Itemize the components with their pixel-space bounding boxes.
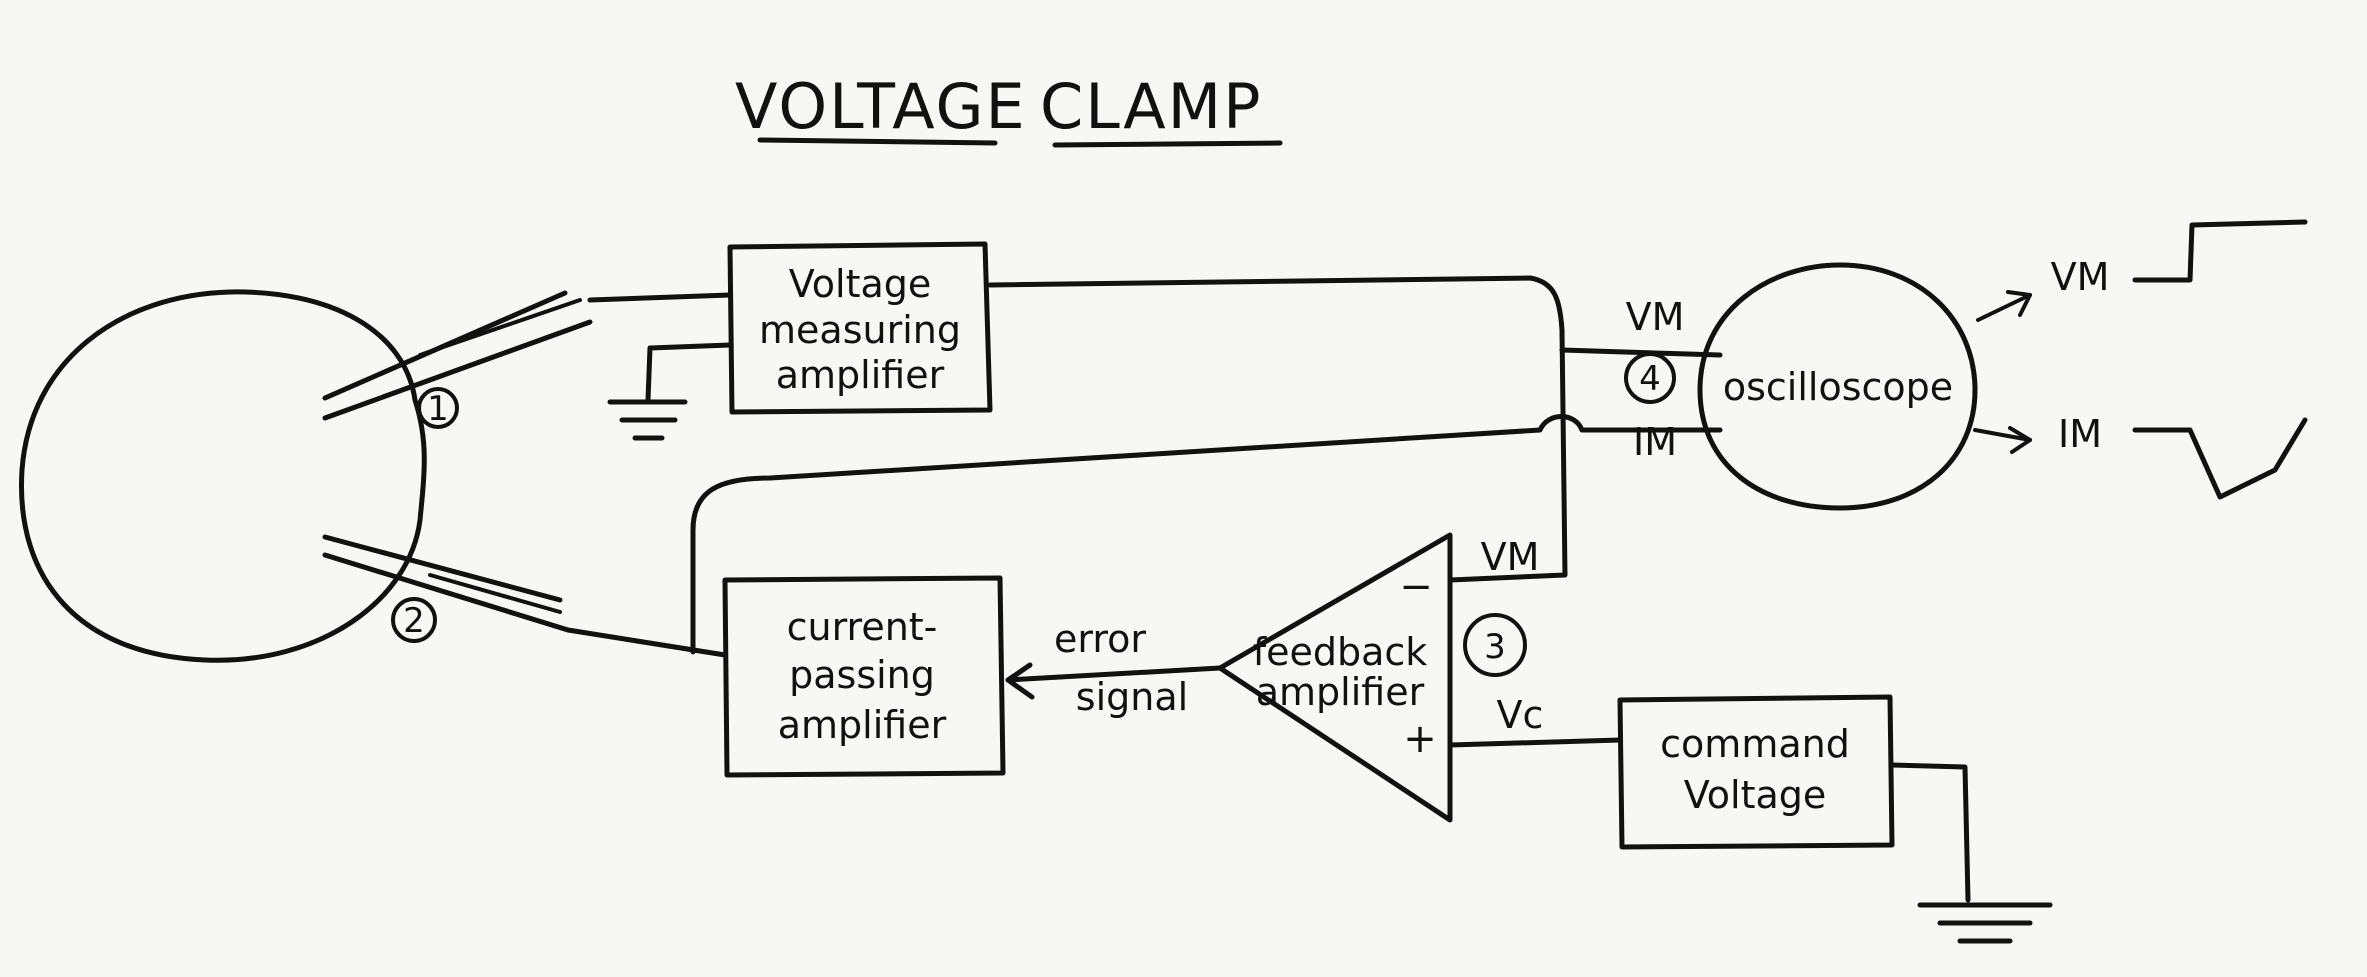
vamp-line-1: Voltage <box>789 262 932 306</box>
wire-electrode1-to-vamp <box>587 292 733 303</box>
famp-line-2: amplifier <box>1256 670 1425 714</box>
wire-vc <box>1447 737 1623 748</box>
ground-command <box>1889 762 2053 944</box>
label-vm-top: VM <box>1626 295 1685 339</box>
wire-electrode2-to-camp <box>565 627 728 658</box>
oscilloscope-label: oscilloscope <box>1723 365 1953 409</box>
label-signal: signal <box>1076 675 1188 719</box>
electrode-1 <box>322 290 593 421</box>
title: VOLTAGE CLAMP <box>735 70 1283 148</box>
title-underline-2 <box>1052 140 1283 148</box>
svg-text:4: 4 <box>1639 359 1661 399</box>
camp-line-1: current- <box>787 605 938 649</box>
wire-vm-bus <box>987 275 1568 583</box>
arrow-vm-out <box>1976 290 2032 322</box>
famp-line-1: feedback <box>1253 630 1428 674</box>
label-im-out: IM <box>2058 412 2102 456</box>
marker-1: 1 <box>417 387 459 429</box>
title-voltage: VOLTAGE <box>735 70 1027 143</box>
feedback-amplifier: feedback amplifier − + <box>1217 532 1453 823</box>
oscilloscope: oscilloscope <box>1697 262 1978 511</box>
minus-input-symbol: − <box>1399 564 1433 610</box>
arrow-im-out <box>1973 426 2032 454</box>
label-error: error <box>1054 617 1146 661</box>
vamp-line-2: measuring <box>759 308 961 352</box>
command-voltage: command Voltage <box>1617 694 1895 850</box>
marker-2: 2 <box>391 597 437 643</box>
error-signal-arrow <box>1005 662 1223 700</box>
marker-4: 4 <box>1624 352 1676 404</box>
label-im: IM <box>1633 420 1677 464</box>
wire-vm-to-scope <box>1559 347 1723 358</box>
current-passing-amplifier: current- passing amplifier <box>722 575 1006 778</box>
cmd-line-2: Voltage <box>1684 773 1827 817</box>
ground-voltage-amp <box>607 342 733 441</box>
label-vm-out: VM <box>2051 255 2110 299</box>
title-clamp: CLAMP <box>1040 70 1263 143</box>
svg-text:1: 1 <box>427 389 449 429</box>
label-vm-feedback: VM <box>1481 535 1540 579</box>
svg-text:3: 3 <box>1484 627 1506 667</box>
electrode-2 <box>322 534 571 633</box>
vamp-line-3: amplifier <box>776 353 945 397</box>
camp-line-2: passing <box>789 653 935 697</box>
vm-trace <box>2132 219 2308 283</box>
title-underline-1 <box>757 137 998 146</box>
im-trace <box>2132 417 2308 500</box>
marker-3: 3 <box>1463 613 1527 677</box>
svg-text:2: 2 <box>403 601 425 641</box>
wire-im <box>690 414 1723 655</box>
camp-line-3: amplifier <box>778 703 947 747</box>
voltage-measuring-amplifier: Voltage measuring amplifier <box>727 241 993 415</box>
cell-circle <box>18 289 427 663</box>
cmd-line-1: command <box>1660 722 1850 766</box>
label-vc: Vc <box>1497 693 1544 737</box>
plus-input-symbol: + <box>1403 716 1437 762</box>
